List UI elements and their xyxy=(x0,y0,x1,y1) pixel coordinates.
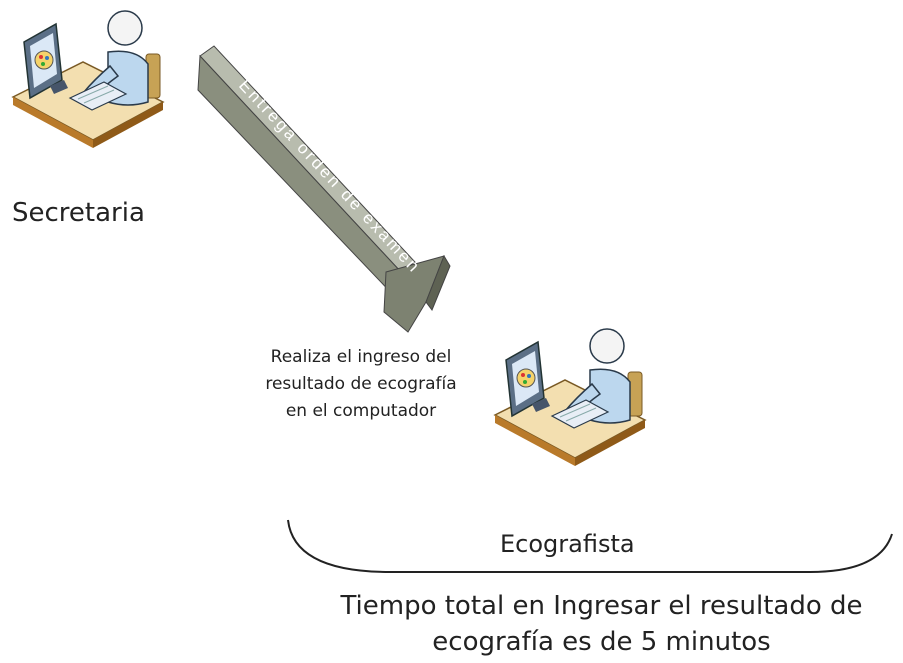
summary-text: Tiempo total en Ingresar el resultado de… xyxy=(300,588,903,660)
brace-line xyxy=(287,519,893,573)
secretaria-label: Secretaria xyxy=(12,198,145,228)
task-note: Realiza el ingreso del resultado de ecog… xyxy=(236,344,486,425)
secretaria-icon xyxy=(12,10,164,149)
task-note-line: resultado de ecografía xyxy=(265,374,457,394)
summary-line: ecografía es de 5 minutos xyxy=(432,627,771,657)
flow-arrow: Entrega orden de examen xyxy=(197,45,451,333)
task-note-line: Realiza el ingreso del xyxy=(270,347,452,367)
ecografista-icon xyxy=(494,328,646,467)
task-note-line: en el computador xyxy=(285,401,437,421)
ecografista-label: Ecografista xyxy=(500,530,635,558)
summary-line: Tiempo total en Ingresar el resultado de xyxy=(340,591,863,621)
